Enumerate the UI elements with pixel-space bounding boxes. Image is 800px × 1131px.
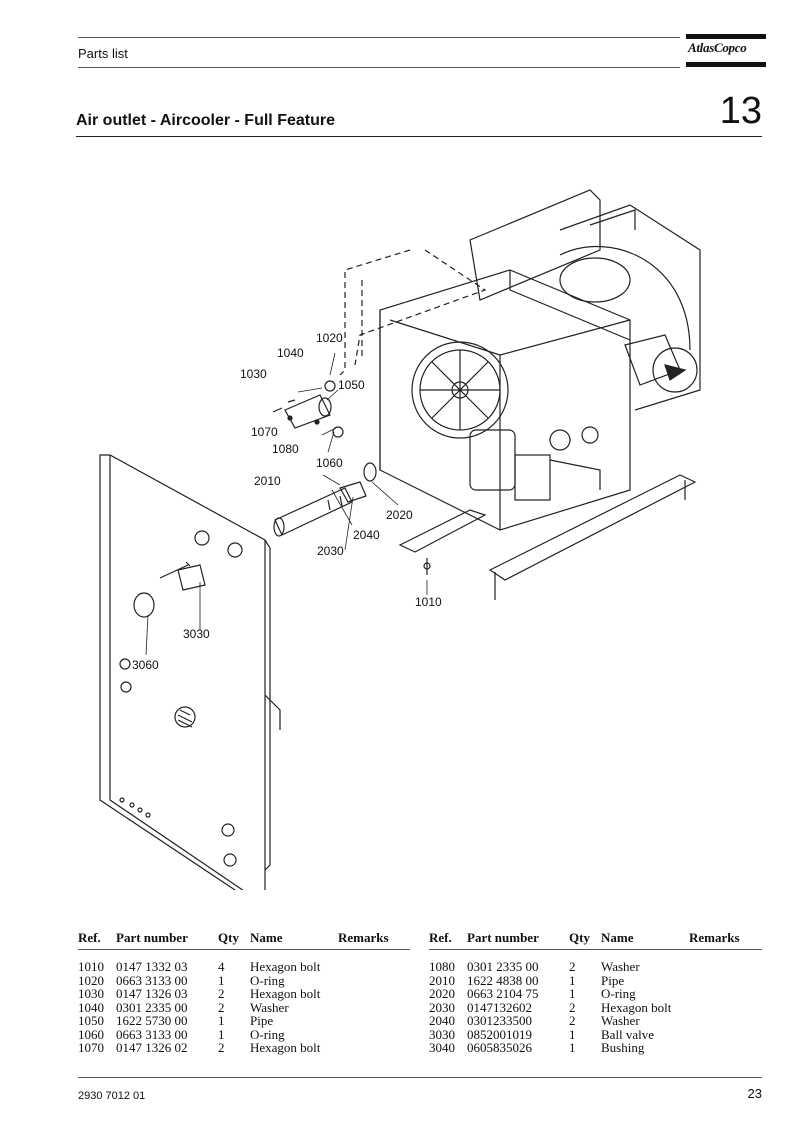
parts-table-header: Ref. Part number Qty Name Remarks — [78, 930, 389, 945]
exploded-parts-drawing: 1020 1040 1030 1050 1070 1080 1060 2010 … — [99, 189, 701, 890]
callout-3030: 3030 — [183, 627, 210, 641]
callout-1060: 1060 — [316, 456, 343, 470]
callout-2040: 2040 — [353, 528, 380, 542]
callout-1050: 1050 — [338, 378, 365, 392]
callout-1070: 1070 — [251, 425, 278, 439]
callout-1020: 1020 — [316, 331, 343, 345]
header-bottom-rule — [78, 67, 680, 68]
parts-table-header-rule — [78, 949, 410, 950]
callout-2010: 2010 — [254, 474, 281, 488]
header-label: Parts list — [78, 46, 128, 61]
parts-table-header-rule — [429, 949, 762, 950]
section-number: 13 — [719, 90, 762, 132]
section-title-rule — [76, 136, 762, 137]
atlas-copco-logo: AtlasCopco — [686, 34, 766, 68]
callout-1080: 1080 — [272, 442, 299, 456]
callout-1030: 1030 — [240, 367, 267, 381]
callout-1040: 1040 — [277, 346, 304, 360]
logo-text: AtlasCopco — [688, 40, 747, 55]
callout-3060: 3060 — [132, 658, 159, 672]
parts-table-header: Ref. Part number Qty Name Remarks — [429, 930, 740, 945]
section-title: Air outlet - Aircooler - Full Feature — [76, 112, 335, 129]
document-number: 2930 7012 01 — [78, 1090, 146, 1102]
callout-2020: 2020 — [386, 508, 413, 522]
header-top-rule — [78, 37, 680, 38]
page-number: 23 — [747, 1086, 762, 1101]
callout-1010: 1010 — [415, 595, 442, 609]
footer-rule — [78, 1077, 762, 1078]
callout-2030: 2030 — [317, 544, 344, 558]
